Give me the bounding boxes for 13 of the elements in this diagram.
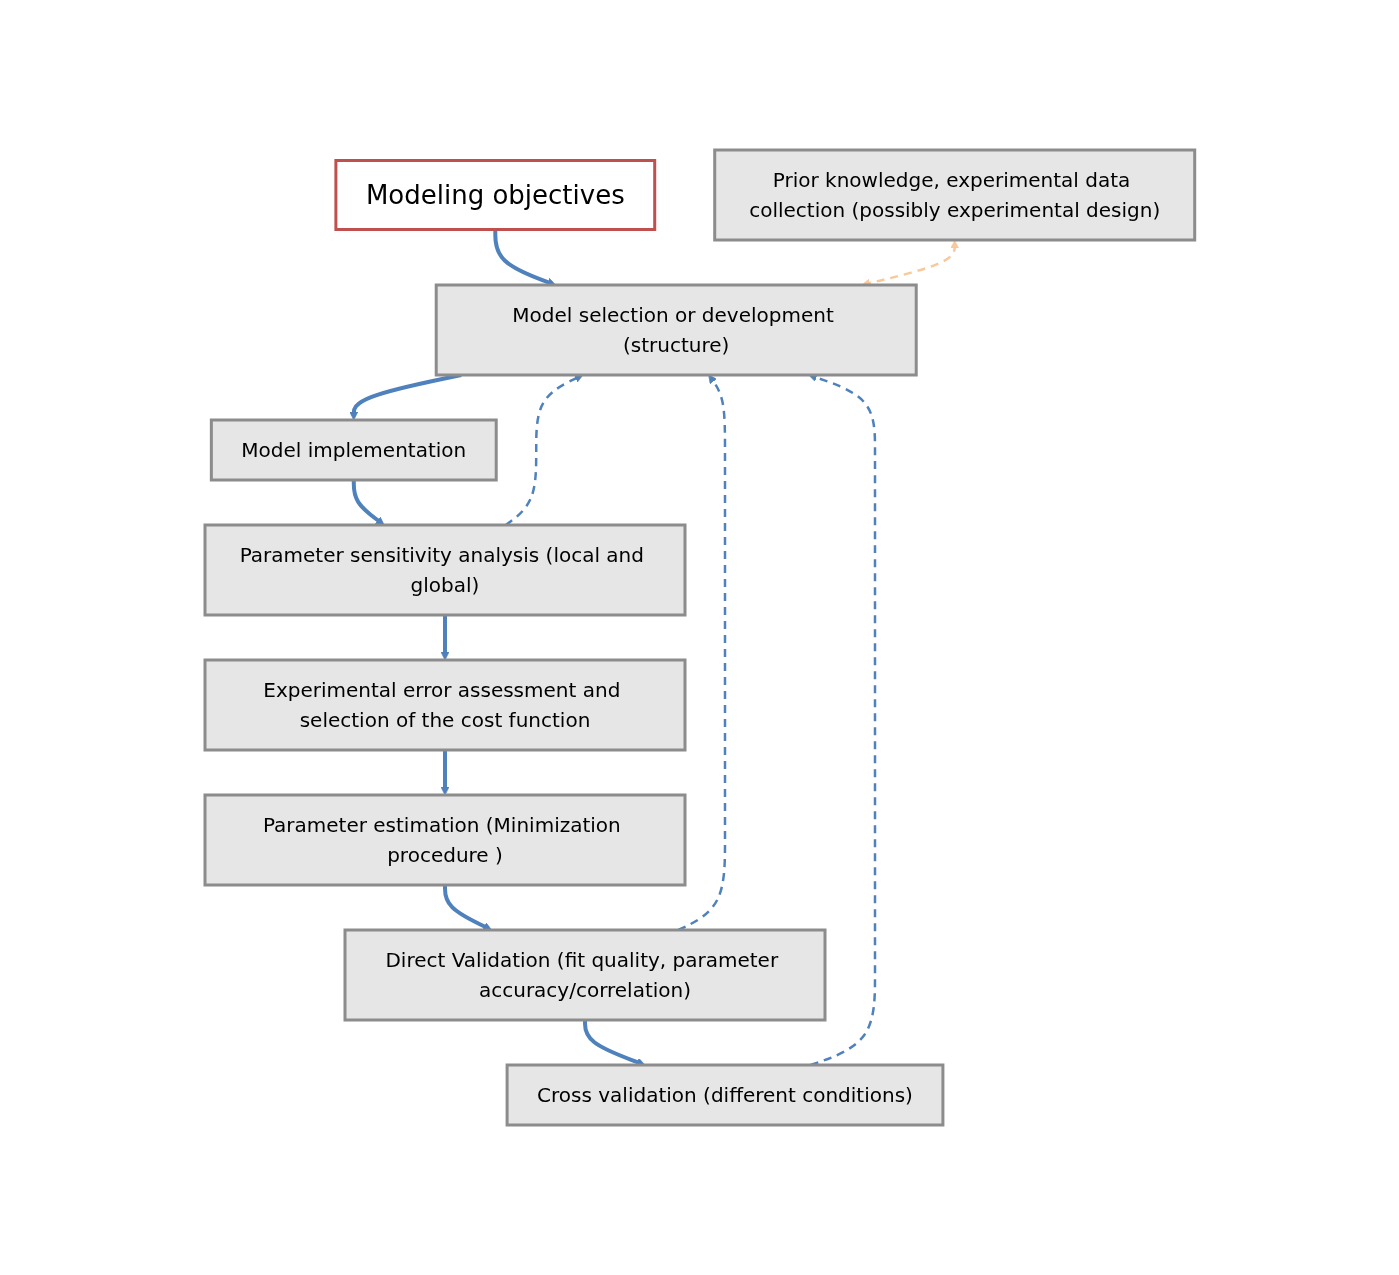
node-box: Modeling objectives (334, 159, 656, 231)
node-box: Experimental error assessment and selection of the cost function (203, 658, 687, 752)
arrow (440, 615, 450, 661)
arrow (440, 750, 450, 796)
arrow (351, 480, 385, 526)
node-box: Model implementation (209, 418, 498, 482)
node-box: Model selection or development (structure) (434, 283, 918, 377)
node-box: Parameter estimation (Minimization procedure ) (203, 793, 687, 887)
node-box: Cross validation (different conditions) (505, 1063, 945, 1127)
arrow (442, 885, 492, 931)
node-box: Prior knowledge, experimental data collection (possibly experimental design) (712, 148, 1196, 242)
node-box: Parameter sensitivity analysis (local and global) (203, 523, 687, 617)
node-box: Direct Validation (fit quality, parameter accuracy/correlation) (343, 928, 827, 1022)
